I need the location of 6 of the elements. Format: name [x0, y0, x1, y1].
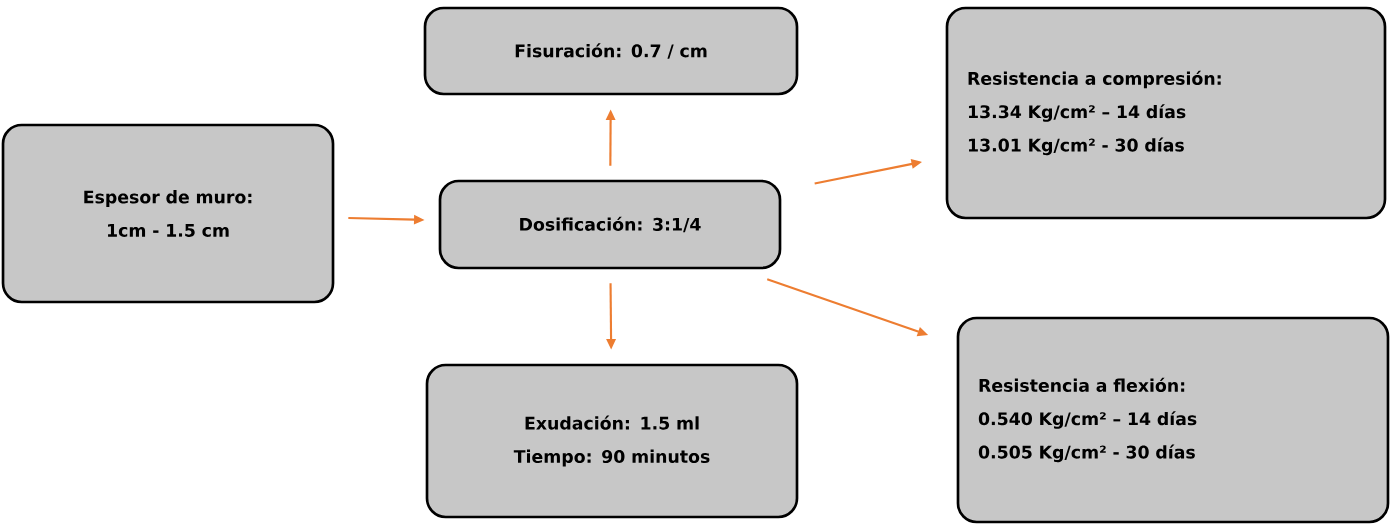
text-box: Resistencia a flexión: 0.540 Kg/cm² – 14 días 0.505 Kg/cm² - 30 días — [956, 316, 1390, 524]
text-box: Dosificación: 3:1/4 — [438, 179, 782, 270]
text-box: Espesor de muro: 1cm - 1.5 cm — [1, 123, 335, 304]
text-box: Resistencia a compresión: 13.34 Kg/cm² – 14 días 13.01 Kg/cm² - 30 días — [945, 6, 1387, 220]
text-box: Exudación: 1.5 ml Tiempo: 90 minutos — [425, 363, 799, 519]
text-box: Fisuración: 0.7 / cm — [423, 6, 799, 96]
